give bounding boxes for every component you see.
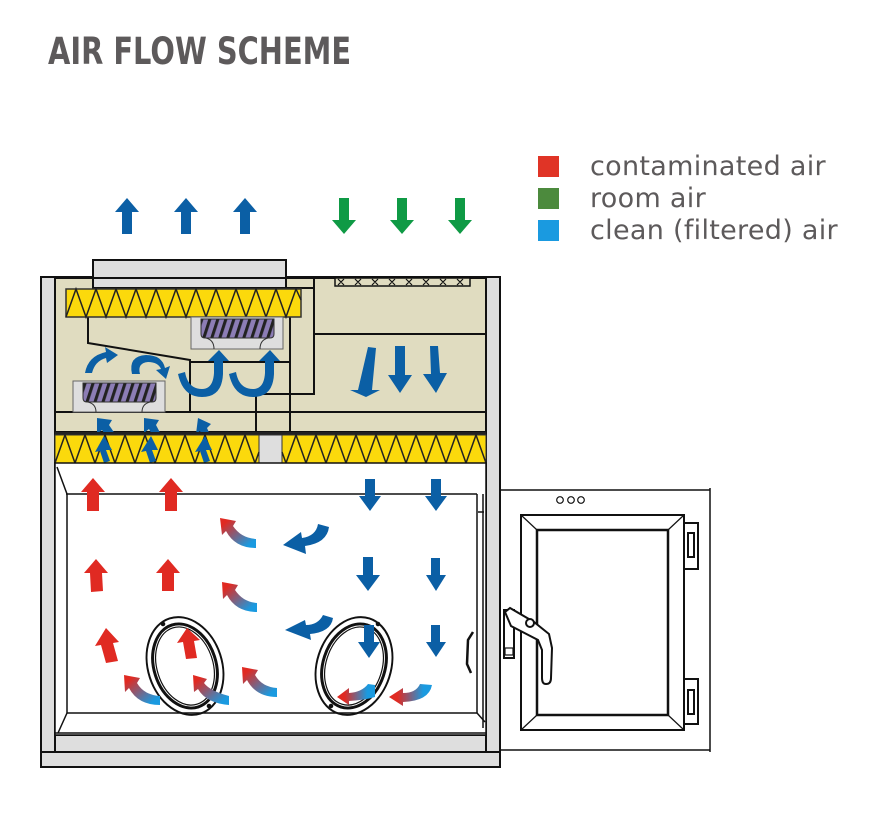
curved-arrow-icon [131,355,170,379]
curved-arrow-icon [85,347,118,373]
contaminated-arrow-icon [177,628,200,659]
exhaust-fan [190,316,284,350]
door-handle[interactable] [503,606,554,686]
exhaust-arrow-icon [233,198,257,234]
mixed-horizontal-arrows [337,684,432,706]
room-air-arrow-icon [332,198,356,234]
mixed-curved-arrows [124,518,277,705]
recirculation-fan [72,380,166,413]
contaminated-arrow-icon [95,628,119,663]
door-hinges [683,522,699,725]
pass-box-door[interactable] [500,488,711,752]
exhaust-arrow-icon [174,198,198,234]
legend-swatch-clean [538,219,559,241]
legend-swatch-room [538,187,559,209]
contaminated-arrow-icon [159,478,183,511]
clean-arrows [283,479,447,658]
exhaust-hepa-filter [65,286,302,320]
legend-label: clean (filtered) air [590,214,838,246]
legend-swatch-contaminated [538,155,559,177]
supply-arrow-icon [423,346,447,393]
glove-port-left[interactable] [134,607,235,725]
clean-arrow-icon [358,625,380,658]
mixed-arrow-icon [193,675,229,705]
mixed-arrow-icon [337,684,375,705]
indicator-lights [556,496,585,504]
legend-label: room air [590,182,706,214]
supply-arrow-icon [388,346,412,393]
clean-arrow-icon [426,558,446,591]
mixed-arrow-icon [242,667,277,697]
clean-arrow-icon [425,479,447,511]
contaminated-arrow-icon [84,559,108,592]
exhaust-collar [92,259,287,289]
contaminated-arrow-icon [81,478,105,511]
room-air-arrow-icon [390,198,414,234]
mixed-arrow-icon [220,518,256,548]
legend-label: contaminated air [590,150,826,182]
legend-item-room: room air [538,182,838,214]
mixed-arrow-icon [222,582,257,612]
exhaust-arrow-icon [115,198,139,234]
prefilter [334,277,471,287]
legend: contaminated air room air clean (filtere… [538,150,838,246]
door-window [535,528,670,717]
contaminated-arrows [81,478,200,663]
clean-curved-arrow-icon [285,615,333,640]
clean-curved-arrow-icon [283,524,329,554]
mixed-arrow-icon [124,675,160,705]
cabinet-frame [40,276,501,768]
clean-arrow-icon [359,479,381,511]
supply-hepa-filter [54,432,487,466]
page-title: AIR FLOW SCHEME [48,30,352,73]
exhaust-arrows [115,198,257,234]
mixed-arrow-icon [389,684,432,706]
j-arrow-icon [229,350,280,397]
supply-arrow-icon [350,347,380,397]
room-air-arrows [332,198,472,234]
clean-arrow-icon [356,557,380,591]
side-handle [465,631,475,674]
upper-plenum [54,259,487,449]
room-air-arrow-icon [448,198,472,234]
clean-arrow-icon [426,625,446,657]
contaminated-arrow-icon [156,559,180,591]
j-arrow-icon [178,350,229,397]
legend-item-contaminated: contaminated air [538,150,838,182]
work-chamber [54,462,487,736]
legend-item-clean: clean (filtered) air [538,214,838,246]
